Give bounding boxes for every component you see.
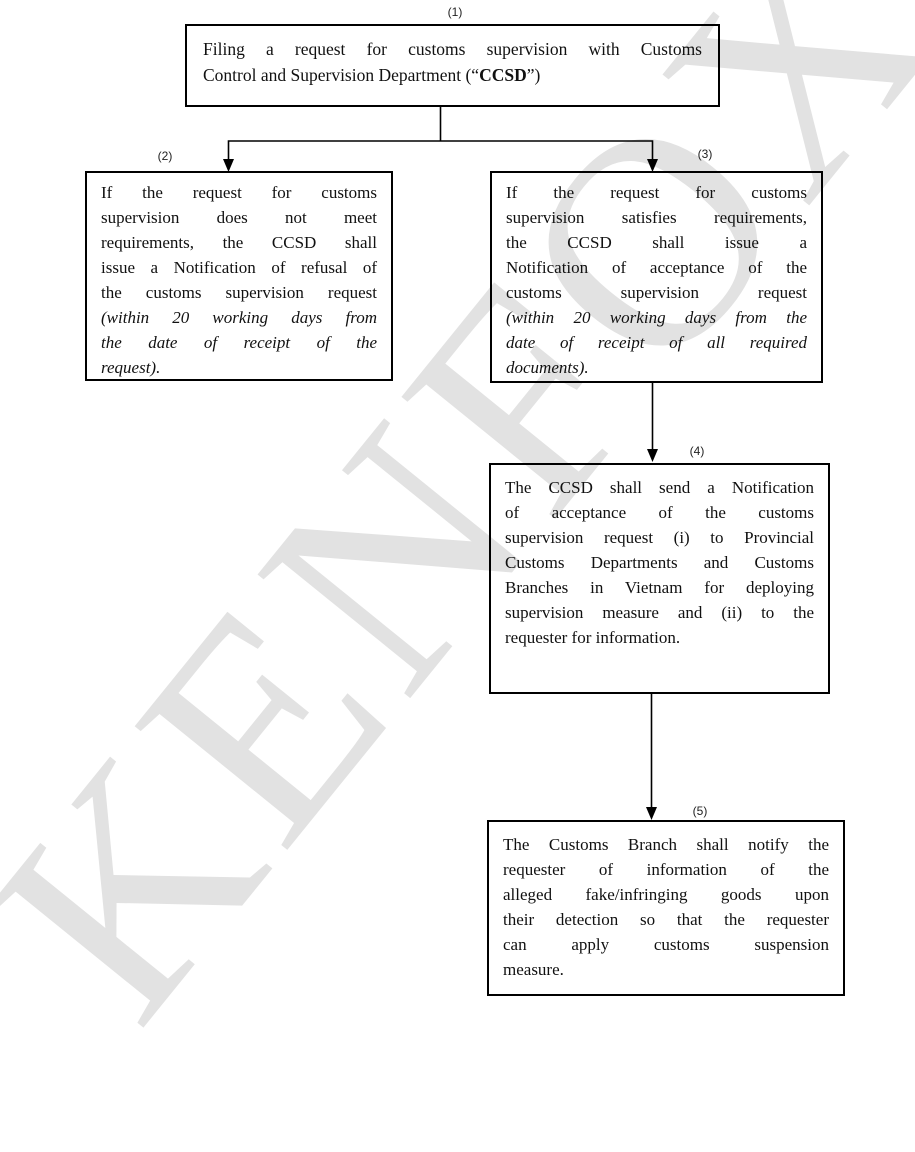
text-line: the customs supervision request <box>101 283 377 302</box>
flow-box-refusal-notification: If the request for customs supervision do… <box>85 171 393 381</box>
text-line: Control and Supervision Department (“CCS… <box>203 65 541 85</box>
text-line: can apply customs suspension <box>503 935 829 954</box>
text-line: (within 20 working days from the <box>506 308 807 327</box>
flow-box-2-text: If the request for customs supervision do… <box>101 180 377 380</box>
text-line: supervision satisfies requirements, <box>506 208 807 227</box>
text-line: supervision request (i) to Provincial <box>505 528 814 547</box>
flow-box-send-notification: The CCSD shall send a Notification of acc… <box>489 463 830 694</box>
text-line: Customs Departments and Customs <box>505 553 814 572</box>
text-line: alleged fake/infringing goods upon <box>503 885 829 904</box>
text-line: supervision measure and (ii) to the <box>505 603 814 622</box>
text-line: of acceptance of the customs <box>505 503 814 522</box>
text-line: the CCSD shall issue a <box>506 233 807 252</box>
text-line: requester for information. <box>505 628 681 647</box>
flow-box-customs-branch-notify: The Customs Branch shall notify the reque… <box>487 820 845 996</box>
step-label-1: (1) <box>447 5 463 19</box>
text-line: (within 20 working days from <box>101 308 377 327</box>
text-line: Filing a request for customs supervision… <box>203 39 702 59</box>
text-line: request). <box>101 358 161 377</box>
text-line: Branches in Vietnam for deploying <box>505 578 814 597</box>
flow-box-filing-request: Filing a request for customs supervision… <box>185 24 720 107</box>
text-line: requirements, the CCSD shall <box>101 233 377 252</box>
arrowhead-down-icon <box>646 807 657 820</box>
text-line: measure. <box>503 960 564 979</box>
text-line: date of receipt of all required <box>506 333 807 352</box>
text-line: Notification of acceptance of the <box>506 258 807 277</box>
text-line: The Customs Branch shall notify the <box>503 835 829 854</box>
arrowhead-down-icon <box>647 449 658 462</box>
text-line: supervision does not meet <box>101 208 377 227</box>
step-label-4: (4) <box>689 444 705 458</box>
text-line: documents). <box>506 358 589 377</box>
flow-connectors <box>223 107 658 820</box>
arrowhead-down-icon <box>647 159 658 172</box>
text-line: their detection so that the requester <box>503 910 829 929</box>
text-line: If the request for customs <box>101 183 377 202</box>
text-line: issue a Notification of refusal of <box>101 258 377 277</box>
text-line: If the request for customs <box>506 183 807 202</box>
flow-box-4-text: The CCSD shall send a Notification of acc… <box>505 475 814 650</box>
arrowhead-down-icon <box>223 159 234 172</box>
text-line: customs supervision request <box>506 283 807 302</box>
text-line: The CCSD shall send a Notification <box>505 478 814 497</box>
flow-box-1-text: Filing a request for customs supervision… <box>203 36 702 88</box>
text-line: requester of information of the <box>503 860 829 879</box>
step-label-2: (2) <box>157 149 173 163</box>
step-label-5: (5) <box>692 804 708 818</box>
flow-box-5-text: The Customs Branch shall notify the reque… <box>503 832 829 982</box>
flow-box-3-text: If the request for customs supervision sa… <box>506 180 807 380</box>
connector-line <box>227 140 654 161</box>
flow-box-acceptance-notification: If the request for customs supervision sa… <box>490 171 823 383</box>
step-label-3: (3) <box>697 147 713 161</box>
text-line: the date of receipt of the <box>101 333 377 352</box>
